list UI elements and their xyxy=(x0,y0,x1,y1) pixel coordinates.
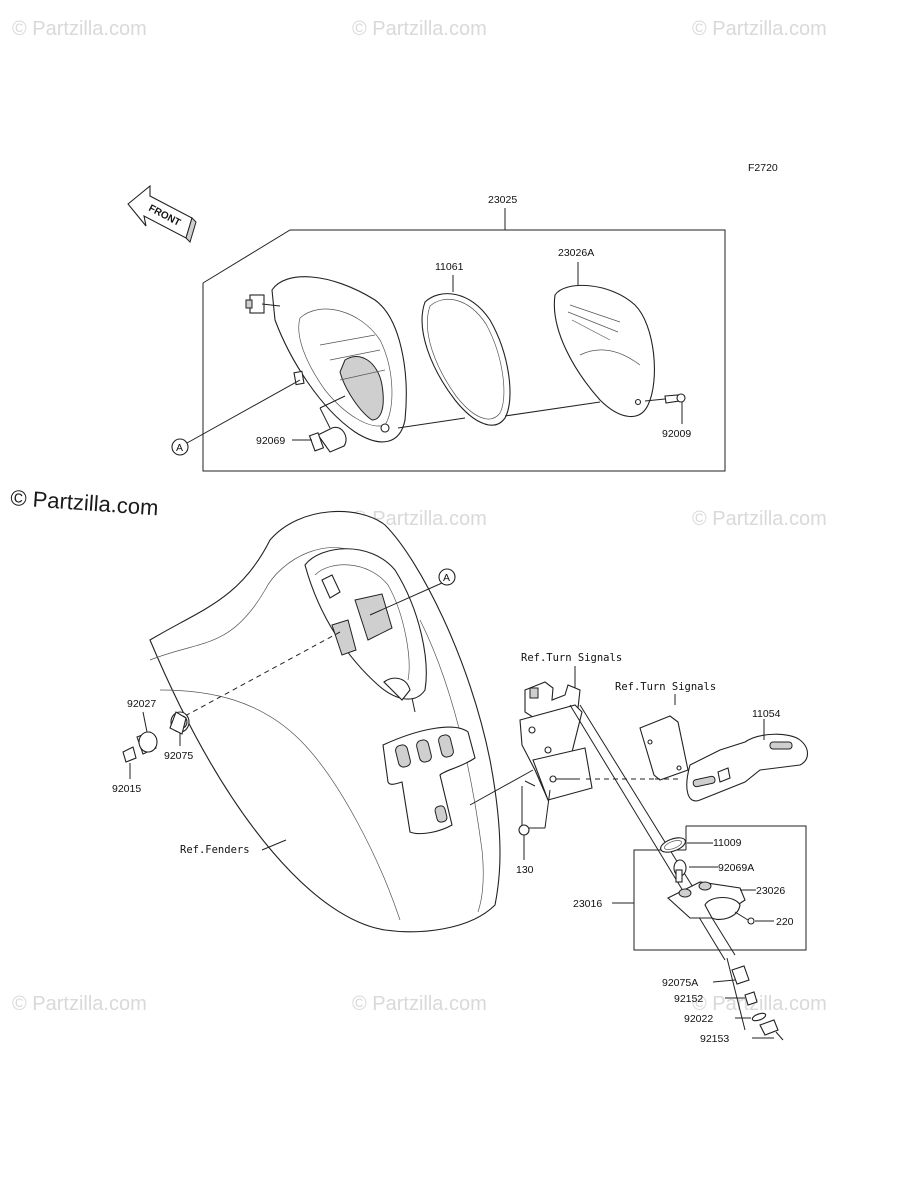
part-label-92069A: 92069A xyxy=(718,862,754,874)
part-label-220: 220 xyxy=(776,916,794,928)
part-label-92027: 92027 xyxy=(127,698,156,710)
watermark: © Partzilla.com xyxy=(352,993,487,1015)
license-lamp-group: 23016 11009 92069A 23026 220 xyxy=(573,825,807,951)
part-label-23025: 23025 xyxy=(488,194,517,206)
part-label-11054: 11054 xyxy=(752,708,781,720)
diagram-code: F2720 xyxy=(748,162,778,174)
part-label-92075A: 92075A xyxy=(662,977,698,989)
holder-11054: 11054 xyxy=(686,708,809,802)
part-label-92009: 92009 xyxy=(662,428,691,440)
callout-letter: A xyxy=(176,442,183,454)
ref-turn-signals-1: Ref.Turn Signals xyxy=(521,652,622,664)
part-label-92075: 92075 xyxy=(164,750,193,762)
ref-fenders: Ref.Fenders xyxy=(180,844,250,856)
watermark: © Partzilla.com xyxy=(692,993,827,1015)
lens-23026A: 23026A xyxy=(553,247,655,418)
screw-92009: 92009 xyxy=(644,393,691,440)
part-label-11061: 11061 xyxy=(435,261,464,273)
watermark: © Partzilla.com xyxy=(12,993,147,1015)
callout-a-lower: A xyxy=(184,568,456,717)
part-label-92069: 92069 xyxy=(256,435,285,447)
license-bracket: Ref.Turn Signals xyxy=(469,652,736,961)
bolt-130: 130 xyxy=(516,824,534,876)
ref-turn-signals-2: Ref.Turn Signals xyxy=(615,681,716,693)
watermark: © Partzilla.com xyxy=(692,508,827,530)
taillight-assembly-group: 23025 11061 xyxy=(171,194,726,472)
part-label-23016: 23016 xyxy=(573,898,602,910)
taillight-housing xyxy=(245,276,407,443)
callout-circle xyxy=(171,438,189,456)
rear-fender xyxy=(149,510,501,933)
watermark-main: © Partzilla.com xyxy=(10,485,160,520)
part-label-92022: 92022 xyxy=(684,1013,713,1025)
callout-letter: A xyxy=(443,572,450,584)
turn-signal-plate: Ref.Turn Signals xyxy=(615,681,716,781)
gasket-11061: 11061 xyxy=(421,261,511,426)
watermark: © Partzilla.com xyxy=(12,18,147,40)
watermarks: © Partzilla.com © Partzilla.com © Partzi… xyxy=(10,18,827,1015)
part-label-92015: 92015 xyxy=(112,783,141,795)
grommet-set: 92027 92075 92015 xyxy=(112,698,193,795)
front-arrow-icon: FRONT xyxy=(127,184,197,243)
watermark: © Partzilla.com xyxy=(692,18,827,40)
part-label-23026: 23026 xyxy=(756,885,785,897)
part-label-92153: 92153 xyxy=(700,1033,729,1045)
lower-hardware: 92075A 92152 92022 92153 xyxy=(662,957,784,1045)
part-label-130: 130 xyxy=(516,864,534,876)
part-label-92152: 92152 xyxy=(674,993,703,1005)
watermark: © Partzilla.com xyxy=(352,18,487,40)
watermark: © Partzilla.com xyxy=(352,508,487,530)
bulb-92069: 92069 xyxy=(256,395,347,453)
part-label-23026A: 23026A xyxy=(558,247,594,259)
part-label-11009: 11009 xyxy=(713,837,742,849)
